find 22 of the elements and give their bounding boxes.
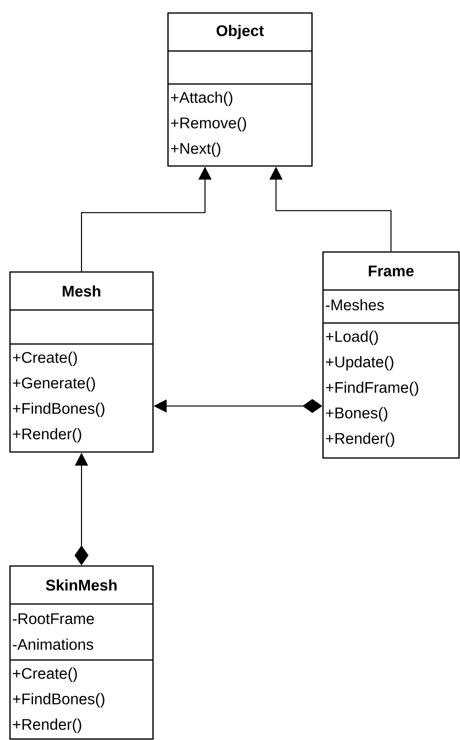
method-text: +Render() [326, 432, 394, 447]
attribute-text: -RootFrame [12, 613, 94, 624]
attribute-text: -Animations [12, 638, 94, 650]
attribute-text: -Meshes [326, 299, 384, 310]
method-text: +Generate() [12, 377, 95, 392]
method-text: +Next() [170, 142, 220, 157]
method-text: +FindFrame() [326, 382, 418, 396]
method-text: +Remove() [170, 117, 246, 132]
method-text: +Bones() [326, 407, 388, 422]
method-text: +Attach() [170, 92, 232, 106]
method-text: +Render() [12, 428, 82, 442]
method-text: +FindBones() [12, 402, 104, 417]
method-text: +Load() [326, 330, 378, 345]
method-text: +FindBones() [12, 693, 104, 708]
method-text: +Render() [12, 718, 82, 733]
class-name: SkinMesh [46, 579, 117, 591]
class-name: Frame [368, 266, 414, 276]
class-name: Mesh [62, 285, 100, 297]
method-text: +Create() [12, 668, 77, 682]
class-name: Object [216, 24, 264, 40]
method-text: +Update() [326, 356, 394, 370]
method-text: +Create() [12, 352, 77, 366]
